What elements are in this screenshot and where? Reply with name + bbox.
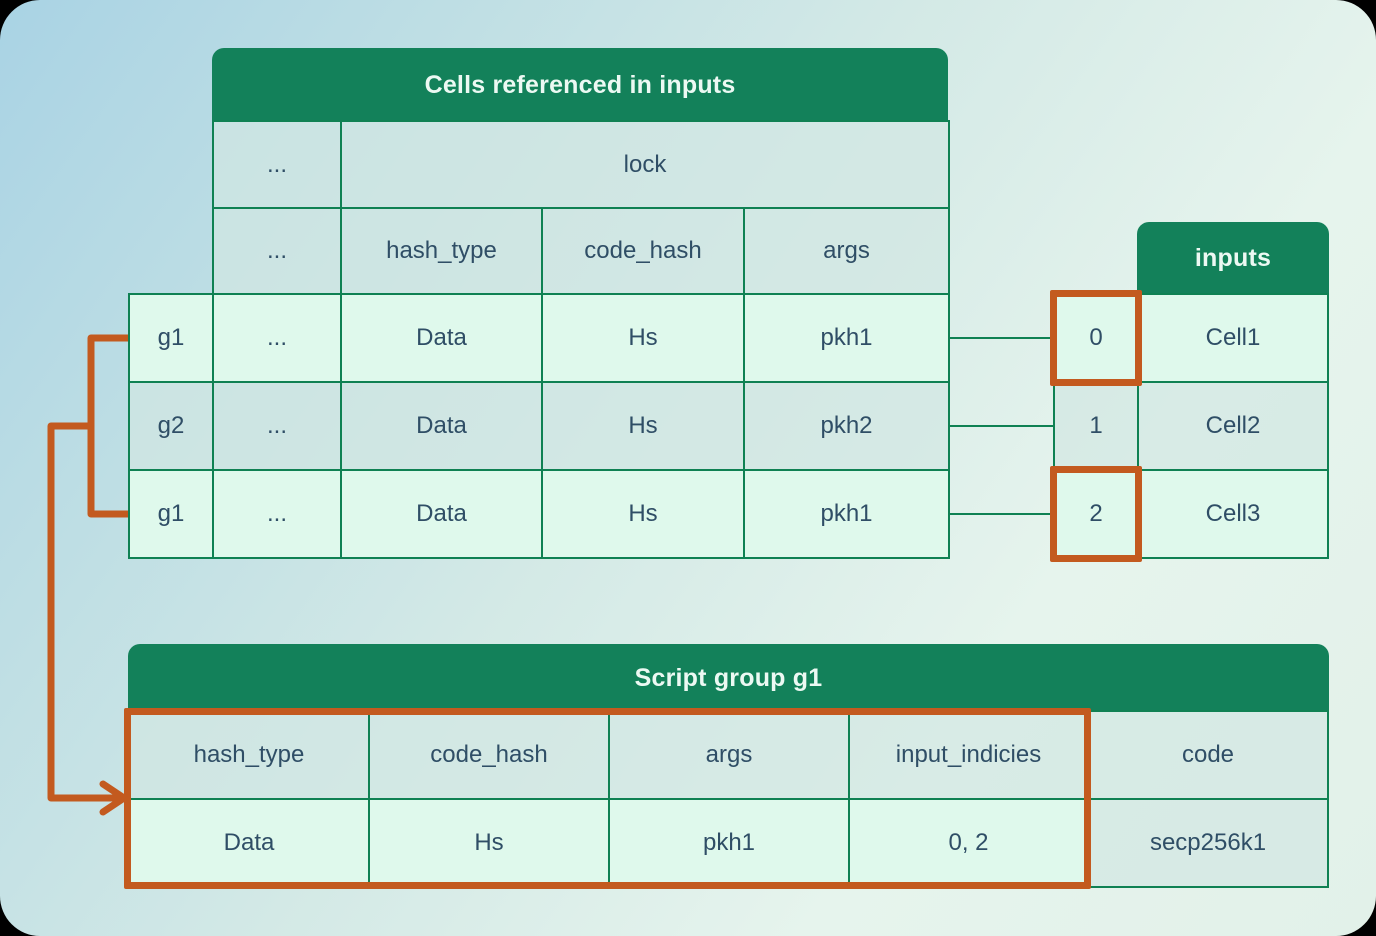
group-label-cell: g1: [128, 293, 214, 383]
cells-table-title: Cells referenced in inputs: [212, 48, 948, 122]
cells-lock-row-dots-cell: ...: [212, 120, 342, 209]
orange-arrow-line: [47, 422, 122, 802]
cells-row-hash-type-cell: Data: [340, 293, 543, 383]
cells-header-args: args: [743, 207, 950, 295]
cells-row-code-hash-cell: Hs: [541, 381, 745, 471]
input-cell-name: Cell1: [1137, 293, 1329, 383]
highlight-box-input-2: [1050, 466, 1142, 562]
arrow-head-icon: [99, 780, 128, 816]
script-header-code: code: [1087, 710, 1329, 800]
input-index-cell: 1: [1053, 381, 1139, 471]
input-cell-name: Cell2: [1137, 381, 1329, 471]
group-label-cell: g2: [128, 381, 214, 471]
highlight-box-input-0: [1050, 290, 1142, 386]
cells-row-dots-cell: ...: [212, 469, 342, 559]
cells-header-code-hash: code_hash: [541, 207, 745, 295]
group-label-cell: g1: [128, 469, 214, 559]
script-group-title: Script group g1: [128, 644, 1329, 712]
inputs-table-title: inputs: [1137, 222, 1329, 295]
script-value-input-indicies: 0, 2: [848, 798, 1089, 888]
cells-header-hash-type: hash_type: [340, 207, 543, 295]
cells-row-args-cell: pkh1: [743, 469, 950, 559]
cells-row-hash-type-cell: Data: [340, 381, 543, 471]
cells-header-dots-cell: ...: [212, 207, 342, 295]
cells-row-dots-cell: ...: [212, 293, 342, 383]
orange-bracket: [87, 334, 136, 518]
script-value-args: pkh1: [608, 798, 850, 888]
cells-row-args-cell: pkh2: [743, 381, 950, 471]
input-cell-name: Cell3: [1137, 469, 1329, 559]
cells-row-args-cell: pkh1: [743, 293, 950, 383]
cells-row-hash-type-cell: Data: [340, 469, 543, 559]
highlight-box-script-group: [124, 708, 1091, 889]
script-value-hash-type: Data: [128, 798, 370, 888]
input-index-cell: 2: [1053, 469, 1139, 559]
cells-row-dots-cell: ...: [212, 381, 342, 471]
script-value-code-hash: Hs: [368, 798, 610, 888]
script-value-code: secp256k1: [1087, 798, 1329, 888]
cells-row-code-hash-cell: Hs: [541, 293, 745, 383]
script-header-args: args: [608, 710, 850, 800]
lock-span-cell: lock: [340, 120, 950, 209]
cells-row-code-hash-cell: Hs: [541, 469, 745, 559]
script-header-input-indicies: input_indicies: [848, 710, 1089, 800]
